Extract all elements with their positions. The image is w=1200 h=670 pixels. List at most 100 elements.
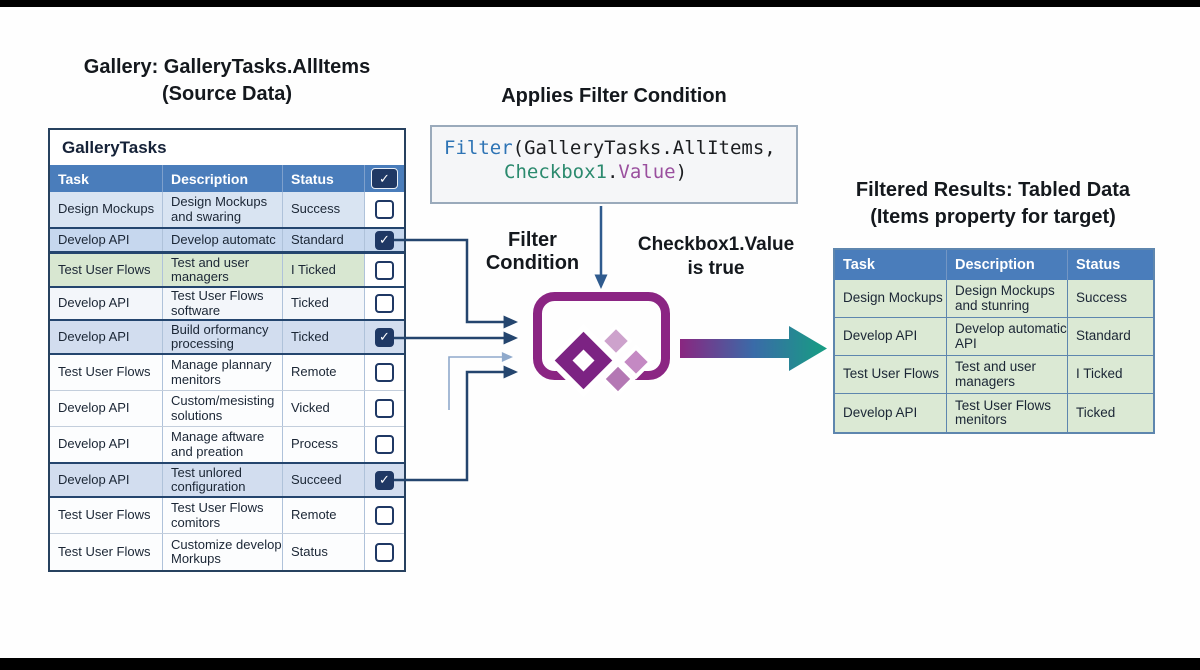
formula-function-name: Filter xyxy=(444,137,513,159)
top-black-bar xyxy=(0,0,1200,7)
filtered-results-title-line1: Filtered Results: Tabled Data xyxy=(855,179,1131,201)
row-checkbox-unchecked[interactable] xyxy=(375,260,394,280)
source-table-header: Task Description Status ✓ xyxy=(50,165,404,192)
cell-status: Standard xyxy=(1076,328,1131,344)
cell-task: Develop API xyxy=(835,318,947,355)
row-checkbox-checked[interactable]: ✓ xyxy=(375,470,394,490)
formula-dot: . xyxy=(606,161,619,183)
cell-description: Test User Flows software xyxy=(163,288,283,319)
cell-description: Design Mockups and stunring xyxy=(947,280,1068,317)
row-checkbox-unchecked[interactable] xyxy=(375,363,394,382)
source-data-title: Gallery: GalleryTasks.AllItems (Source D… xyxy=(48,54,406,108)
bottom-black-bar xyxy=(0,658,1200,670)
cell-status: I Ticked xyxy=(283,254,365,286)
filtered-results-title-line2: (Items property for target) xyxy=(870,206,1116,228)
cell-task: Develop API xyxy=(50,321,163,353)
cell-task: Test User Flows xyxy=(50,534,163,570)
filtered-results-title: Filtered Results: Tabled Data (Items pro… xyxy=(826,177,1160,231)
header-status: Status xyxy=(1076,257,1121,273)
cell-checkbox: ✓ xyxy=(365,229,404,251)
row-checkbox-checked[interactable]: ✓ xyxy=(375,230,394,250)
header-check-cell: ✓ xyxy=(365,165,404,192)
filter-condition-label: Filter Condition xyxy=(455,229,610,275)
row-checkbox-unchecked[interactable] xyxy=(375,542,394,562)
cell-task: Test User Flows xyxy=(50,498,163,533)
cell-status: Ticked xyxy=(283,288,365,319)
formula-property: Value xyxy=(618,161,676,183)
cell-task: Develop API xyxy=(50,427,163,462)
cell-status: Success xyxy=(283,192,365,227)
cell-checkbox xyxy=(365,254,404,286)
header-description: Description xyxy=(947,250,1068,280)
header-status: Status xyxy=(283,165,365,192)
cell-checkbox xyxy=(365,498,404,533)
cell-description: Manage aftware and preation xyxy=(163,427,283,462)
cell-task: Develop API xyxy=(50,288,163,319)
cell-checkbox xyxy=(365,391,404,426)
cell-description: Develop automatic API xyxy=(947,318,1068,355)
header-task: Task xyxy=(50,165,163,192)
cell-status: Success xyxy=(1076,290,1128,306)
cell-task: Develop API xyxy=(50,464,163,496)
cell-description: Design Mockups and swaring xyxy=(163,192,283,227)
cell-task: Develop API xyxy=(835,394,947,432)
cell-status: Status xyxy=(283,534,365,570)
checkbox-value-label-line1: Checkbox1.Value xyxy=(637,234,795,255)
checked-row3-to-filter-arrow xyxy=(394,365,518,482)
cell-checkbox xyxy=(365,192,404,227)
cell-status: Standard xyxy=(283,229,365,251)
cell-task: Test User Flows xyxy=(835,356,947,393)
cell-status: Succeed xyxy=(283,464,365,496)
cell-task: Develop API xyxy=(50,391,163,426)
row-checkbox-unchecked[interactable] xyxy=(375,435,394,454)
cell-checkbox: ✓ xyxy=(365,321,404,353)
select-all-checkbox-icon[interactable]: ✓ xyxy=(371,168,398,189)
filter-condition-label-line2: Condition xyxy=(485,252,580,274)
formula-line-2: Checkbox1.Value) xyxy=(504,161,796,183)
cell-description: Develop automatc xyxy=(163,229,283,251)
cell-checkbox xyxy=(365,534,404,570)
cell-task: Test User Flows xyxy=(50,355,163,390)
cell-status: Ticked xyxy=(1076,404,1116,420)
row-checkbox-unchecked[interactable] xyxy=(375,399,394,418)
cell-description: Custom/mesisting solutions xyxy=(163,391,283,426)
cell-description: Test unlored configuration xyxy=(163,464,283,496)
row-checkbox-checked[interactable]: ✓ xyxy=(375,327,394,347)
cell-status: Ticked xyxy=(283,321,365,353)
cell-status: Vicked xyxy=(283,391,365,426)
row-checkbox-unchecked[interactable] xyxy=(375,506,394,525)
cell-checkbox xyxy=(365,355,404,390)
formula-arguments: (GalleryTasks.AllItems, xyxy=(512,137,776,159)
checkbox-value-label: Checkbox1.Value is true xyxy=(616,233,816,281)
filter-formula-box: Filter(GalleryTasks.AllItems, Checkbox1.… xyxy=(430,125,798,204)
cell-status: Remote xyxy=(283,498,365,533)
source-data-title-line2: (Source Data) xyxy=(161,83,293,105)
thin-connector-arrow xyxy=(448,352,513,410)
cell-checkbox xyxy=(365,288,404,319)
result-table-header: Task Description Status xyxy=(835,250,1153,280)
cell-task: Develop API xyxy=(50,229,163,251)
filter-section-title: Applies Filter Condition xyxy=(501,85,727,107)
cell-description: Test and user managers xyxy=(947,356,1068,393)
filter-condition-label-line1: Filter xyxy=(508,229,557,251)
checkbox-value-label-line2: is true xyxy=(687,258,745,279)
row-checkbox-unchecked[interactable] xyxy=(375,294,394,313)
cell-checkbox xyxy=(365,427,404,462)
row-checkbox-unchecked[interactable] xyxy=(375,200,394,219)
